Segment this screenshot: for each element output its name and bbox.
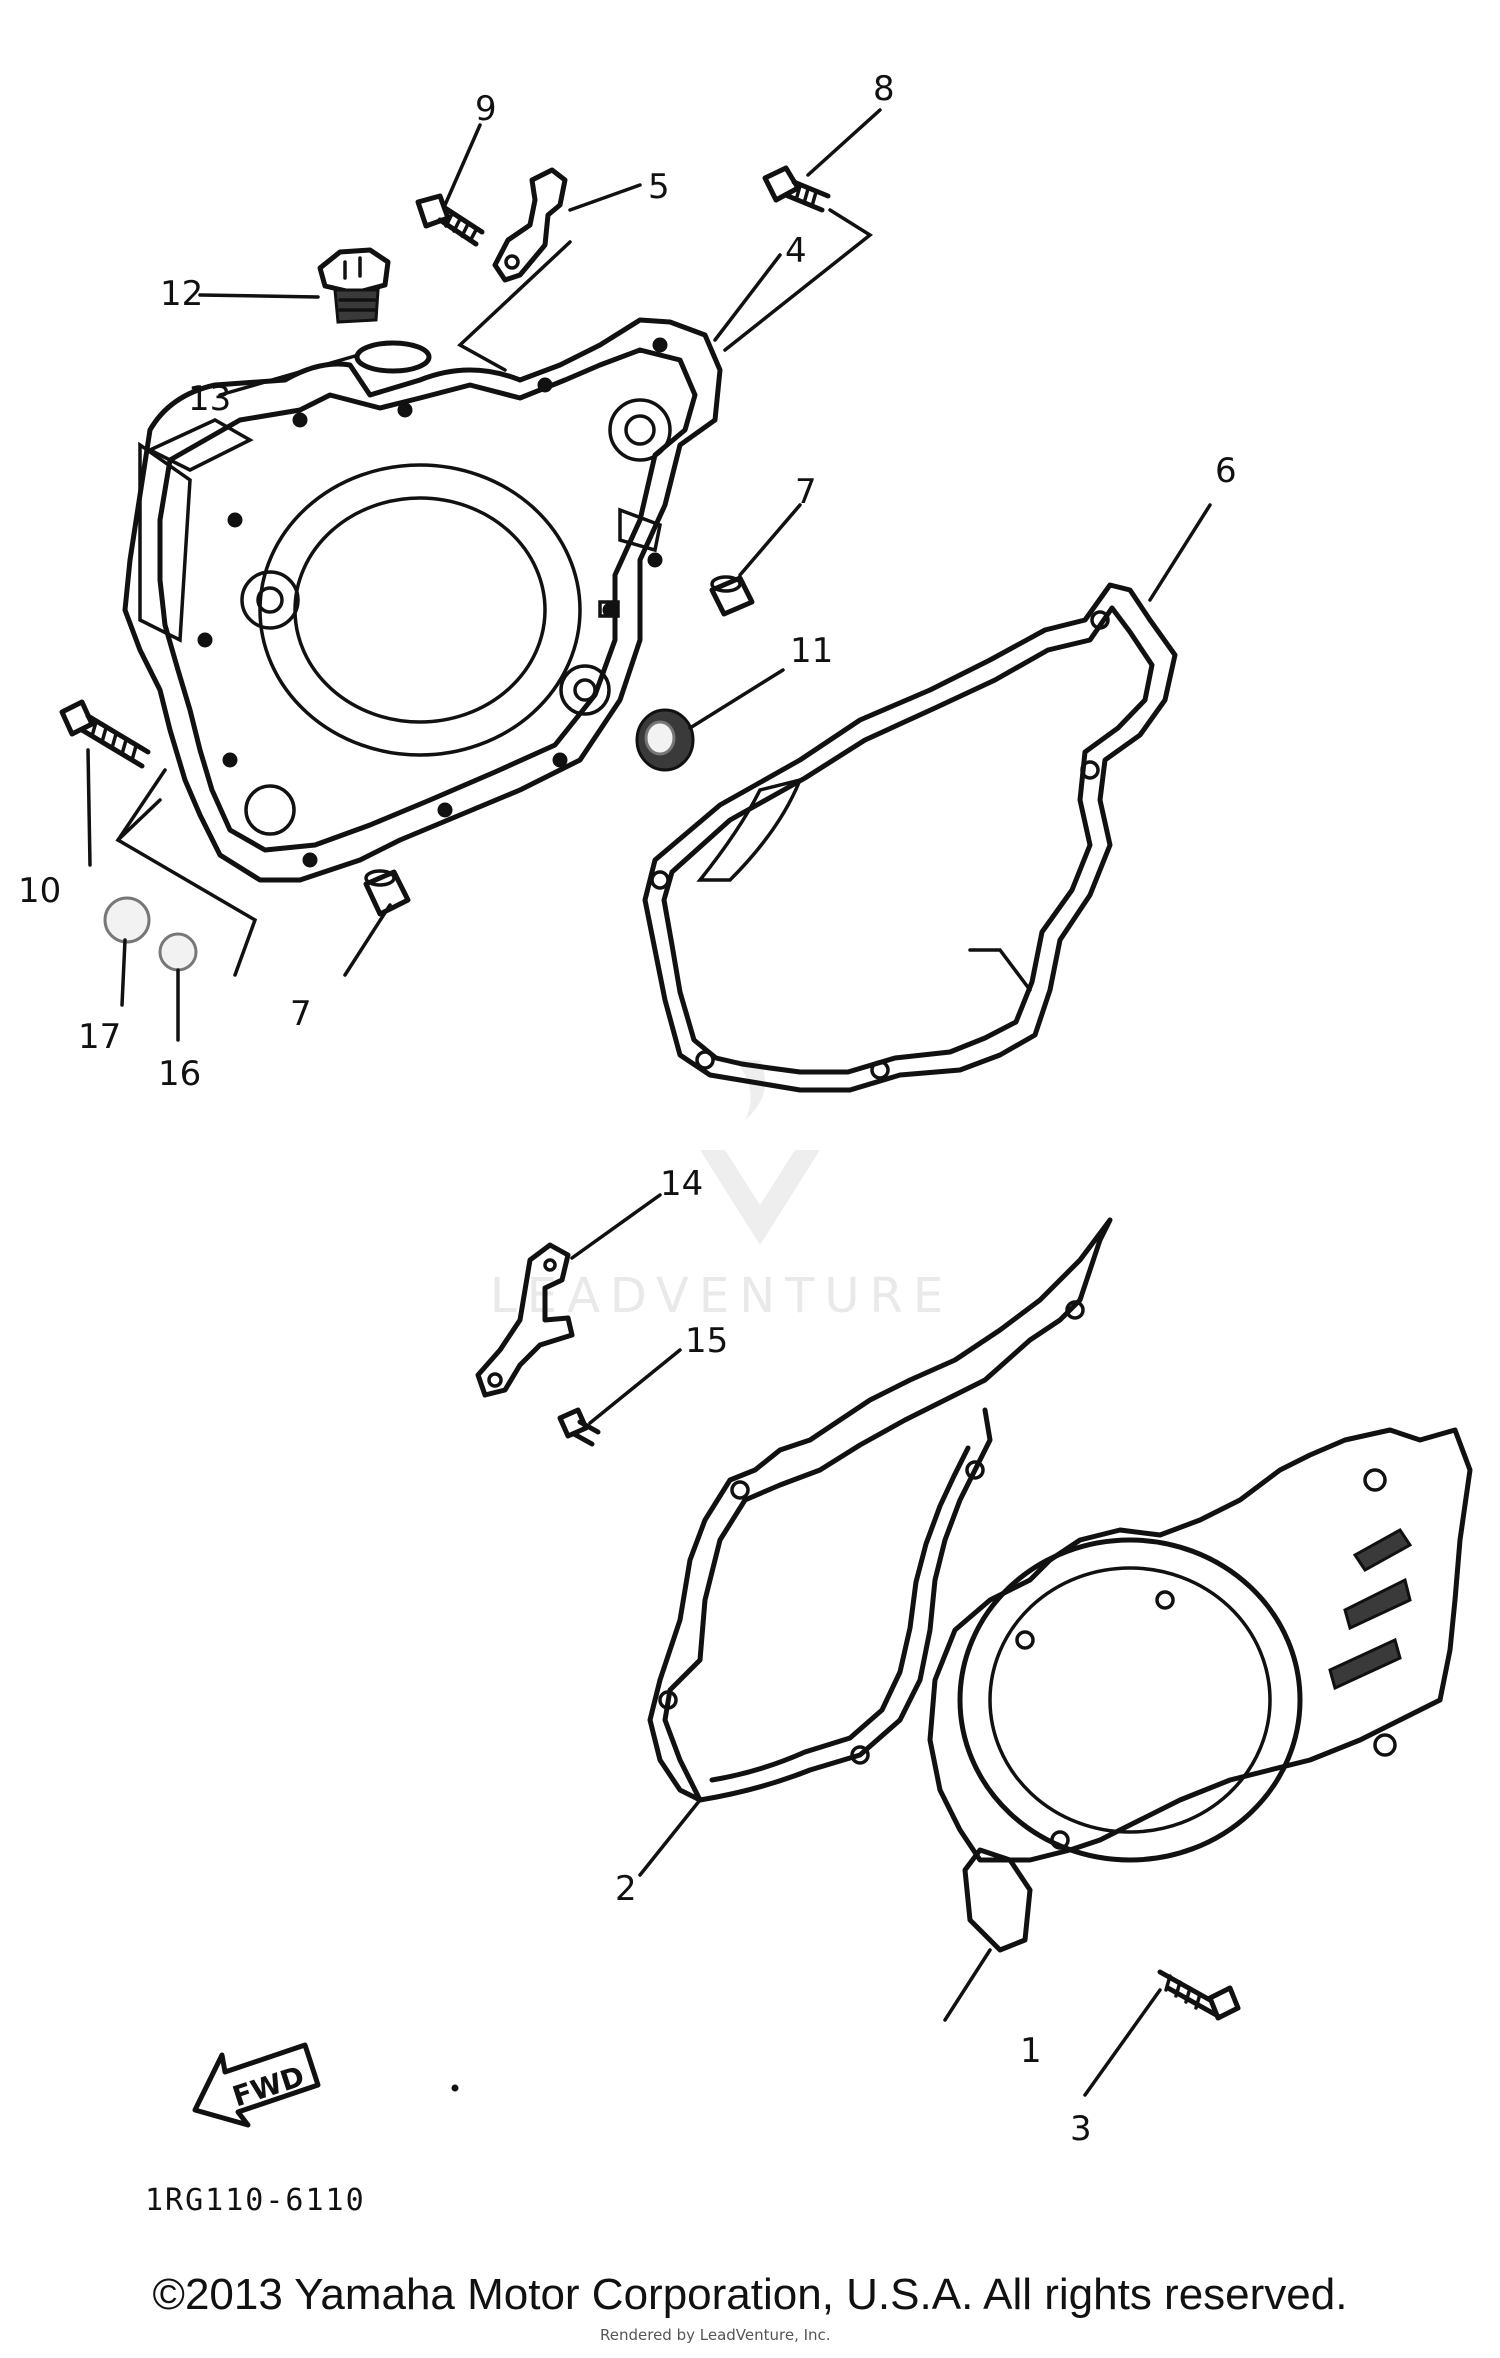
callout-8: 8 <box>873 69 895 109</box>
callout-9: 9 <box>475 89 497 129</box>
callout-5: 5 <box>648 167 670 207</box>
callouts: 1 2 3 4 5 6 7 7 8 9 10 11 12 13 14 15 16… <box>18 69 1237 2149</box>
callout-16: 16 <box>158 1054 201 1094</box>
crankcase-cover-part-4 <box>122 317 723 883</box>
small-credit: Rendered by LeadVenture, Inc. <box>600 2326 831 2344</box>
dowel-part-7-lower <box>363 869 411 917</box>
bracket-part-14 <box>475 1242 575 1398</box>
callout-4: 4 <box>785 231 807 271</box>
copyright-notice: ©2013 Yamaha Motor Corporation, U.S.A. A… <box>152 2270 1348 2319</box>
callout-2: 2 <box>615 1869 637 1909</box>
callout-1: 1 <box>1020 2031 1042 2071</box>
fwd-arrow-icon: FWD <box>192 2042 321 2128</box>
callout-7-lower: 7 <box>290 994 312 1034</box>
callout-12: 12 <box>160 274 203 314</box>
callout-15: 15 <box>685 1321 728 1361</box>
callout-13: 13 <box>188 379 231 419</box>
oil-plug-part-12 <box>317 247 391 324</box>
oil-seal-part-11 <box>635 708 695 772</box>
plug-part-17 <box>103 896 151 944</box>
leader-lines <box>86 108 1212 2097</box>
screw-part-3 <box>1157 1969 1241 2021</box>
crankcase-cover-part-1 <box>927 1427 1473 1953</box>
bolt-part-9 <box>415 193 485 247</box>
dowel-part-7-upper <box>709 575 755 617</box>
watermark: LEADVENTURE <box>490 1060 953 1324</box>
assembly-lines <box>115 208 874 977</box>
bracket-part-5 <box>492 167 568 283</box>
callout-10: 10 <box>18 871 61 911</box>
o-ring-part-13 <box>354 340 432 374</box>
callout-7-upper: 7 <box>795 472 817 512</box>
callout-11: 11 <box>790 631 833 671</box>
plug-part-16 <box>158 932 198 972</box>
screw-part-15 <box>557 1407 601 1447</box>
bolt-part-8 <box>762 165 831 213</box>
bolt-part-10 <box>59 699 151 769</box>
gasket-part-6 <box>642 582 1178 1093</box>
callout-17: 17 <box>78 1017 121 1057</box>
callout-14: 14 <box>660 1164 703 1204</box>
callout-3: 3 <box>1070 2109 1092 2149</box>
diagram-code: 1RG110-6110 <box>145 2183 366 2218</box>
watermark-text: LEADVENTURE <box>490 1268 953 1324</box>
gasket-part-2 <box>647 1217 1113 1803</box>
callout-6: 6 <box>1215 451 1237 491</box>
